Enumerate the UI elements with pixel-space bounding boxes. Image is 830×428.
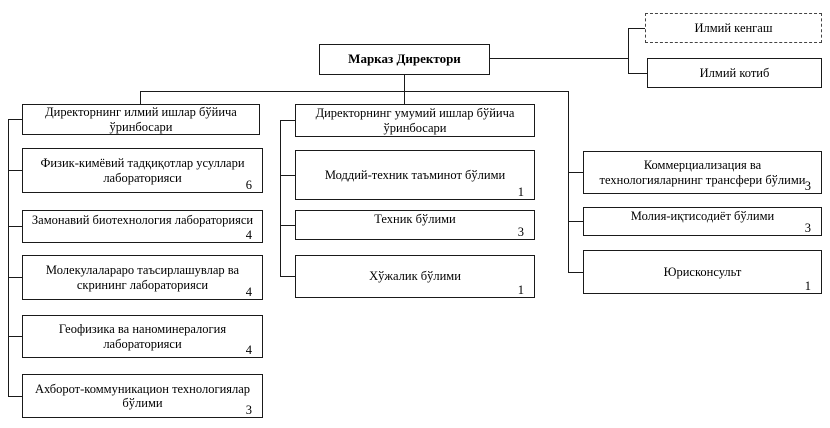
connector-general-spine [280,120,281,276]
connector-stub-xojalik [280,276,295,277]
staff-count: 4 [245,285,252,299]
connector-stub-moddiy [280,175,295,176]
staff-count: 1 [517,283,524,297]
org-node-xojalik-bolimi: Хўжалик бўлими 1 [295,255,535,298]
connector-stub-moliya [568,221,583,222]
org-node-geofizika-lab: Геофизика ва наноминералогия лаборатория… [22,315,263,358]
org-node-label: Геофизика ва наноминералогия лаборатория… [58,322,227,351]
connector-stub-yuriskonsult [568,272,583,273]
org-node-label: Коммерциализация ва технологияларнинг тр… [599,158,806,187]
org-node-label: Моддий-техник таъминот бўлими [324,167,506,182]
staff-count: 3 [804,221,811,235]
staff-count: 3 [517,225,524,239]
staff-count: 4 [245,343,252,357]
staff-count: 3 [245,403,252,417]
staff-count: 1 [517,185,524,199]
org-node-label: Физик-кимёвий тадқиқотлар усуллари лабор… [40,156,245,185]
connector-director-drop [404,75,405,104]
staff-count: 3 [804,179,811,193]
connector-stub-geofizika [8,336,22,337]
org-node-label: Илмий кенгаш [694,20,773,35]
org-node-moliya-bolimi: Молия-иқтисодиёт бўлими 3 [583,207,822,236]
connector-right-spine [568,91,569,272]
org-node-label: Молекулалараро таъсирлашувлар ва скринин… [45,263,240,292]
connector-stub-general-head [280,120,295,121]
connector-right-branch-vertical [628,28,629,74]
org-node-label: Директорнинг умумий ишлар бўйича ўринбос… [315,106,515,135]
connector-director-right [490,58,628,59]
org-node-director: Марказ Директори [319,44,490,75]
connector-stub-kotib [628,73,647,74]
org-node-biotexnologiya-lab: Замонавий биотехнология лабораторияси 4 [22,210,263,243]
org-node-science-deputy: Директорнинг илмий ишлар бўйича ўринбоса… [22,104,260,135]
connector-stub-molekula [8,277,22,278]
staff-count: 1 [804,279,811,293]
org-node-ilmiy-kotib: Илмий котиб [647,58,822,88]
org-node-moddiy-texnik-bolimi: Моддий-техник таъминот бўлими 1 [295,150,535,200]
org-node-label: Техник бўлими [374,212,456,226]
connector-science-spine [8,119,9,397]
staff-count: 6 [245,178,252,192]
connector-stub-science-head [8,119,22,120]
org-node-kommersializatsiya-bolimi: Коммерциализация ва технологияларнинг тр… [583,151,822,194]
org-node-label: Директорнинг илмий ишлар бўйича ўринбоса… [45,105,237,134]
org-node-label: Ахборот-коммуникацион технологиялар бўли… [34,381,251,411]
connector-stub-texnik [280,225,295,226]
connector-stub-axborot [8,396,22,397]
org-node-general-deputy: Директорнинг умумий ишлар бўйича ўринбос… [295,104,535,137]
org-node-label: Замонавий биотехнология лабораторияси [31,213,254,227]
org-node-label: Юрисконсульт [663,264,742,279]
connector-stub-kommerts [568,172,583,173]
org-node-fizik-kimyoviy-lab: Физик-кимёвий тадқиқотлар усуллари лабор… [22,148,263,193]
org-node-ilmiy-kengash: Илмий кенгаш [645,13,822,43]
org-node-texnik-bolimi: Техник бўлими 3 [295,210,535,240]
staff-count: 4 [245,228,252,242]
org-node-label: Марказ Директори [348,51,461,67]
org-node-label: Илмий котиб [699,65,770,80]
connector-stub-kengash [628,28,645,29]
org-node-yuriskonsult: Юрисконсульт 1 [583,250,822,294]
connector-stub-zamonaviy [8,226,22,227]
connector-science-head-drop [140,91,141,104]
org-node-label: Хўжалик бўлими [369,269,461,284]
org-node-label: Молия-иқтисодиёт бўлими [630,209,775,223]
org-node-molekula-lab: Молекулалараро таъсирлашувлар ва скринин… [22,255,263,300]
connector-stub-fizik [8,170,22,171]
org-node-axborot-bolimi: Ахборот-коммуникацион технологиялар бўли… [22,374,263,418]
connector-distribution [140,91,569,92]
